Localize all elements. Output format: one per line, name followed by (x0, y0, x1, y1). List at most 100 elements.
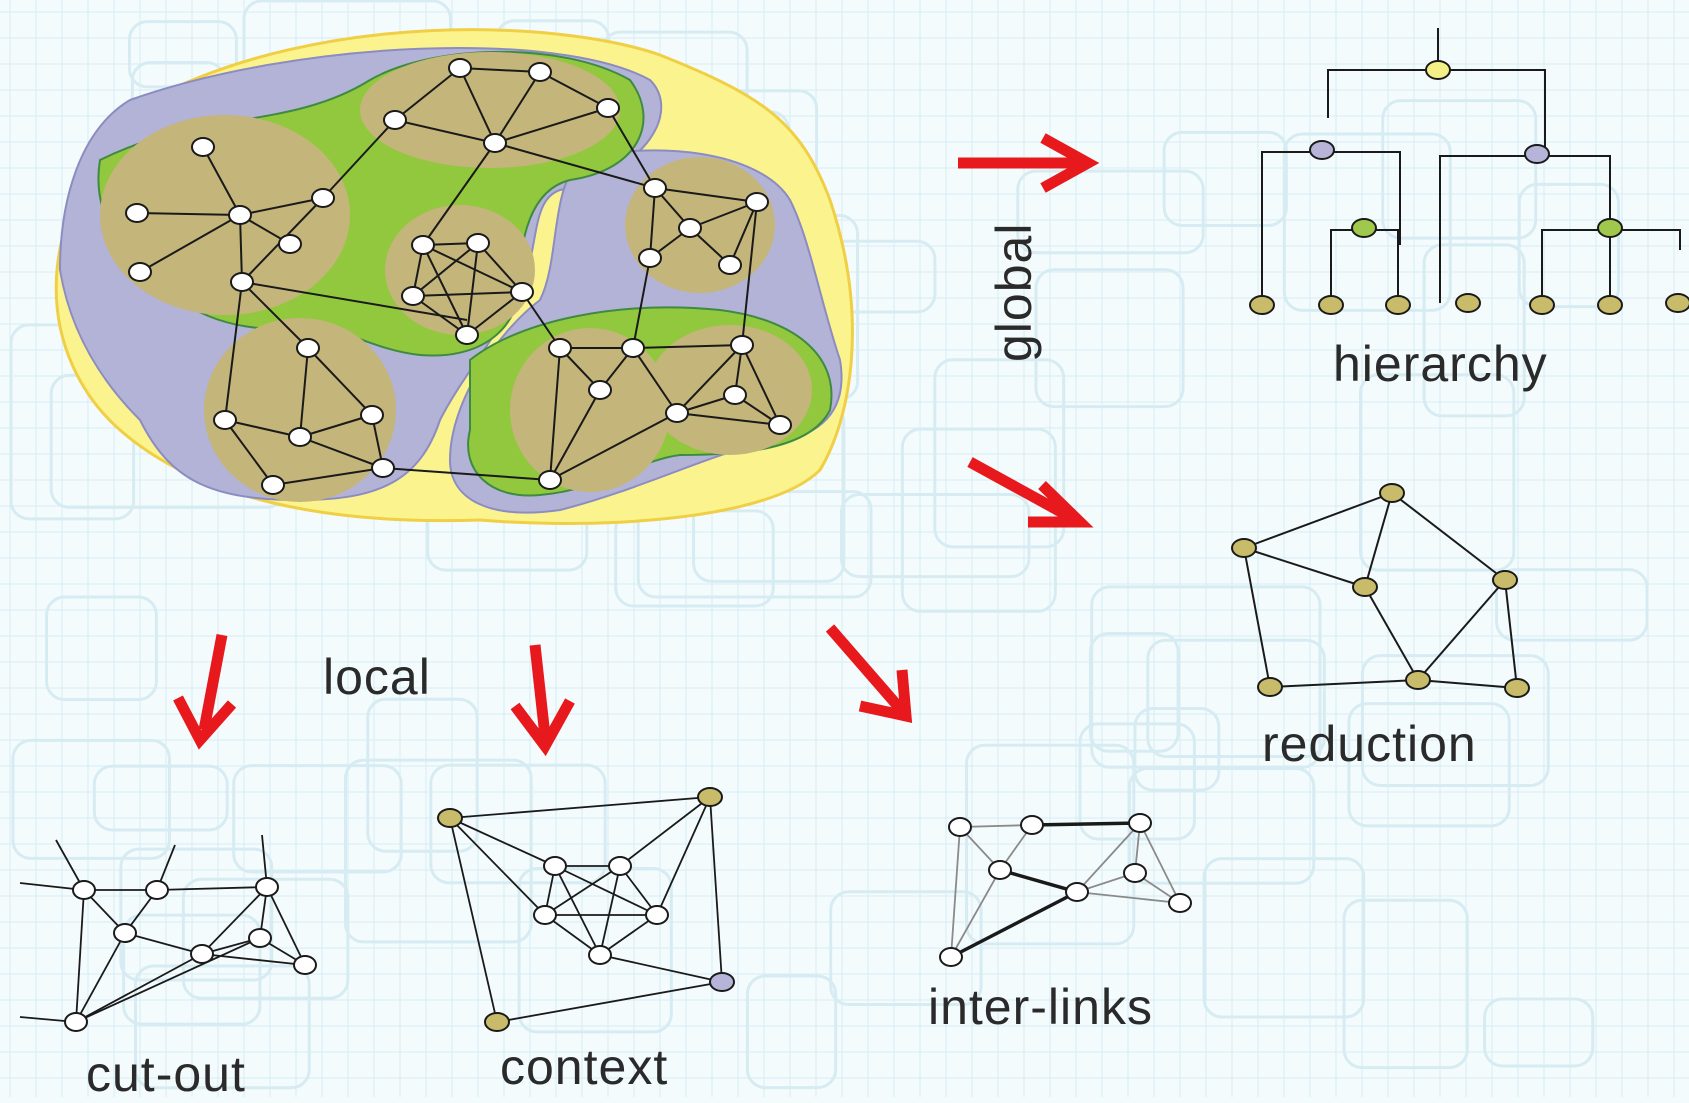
graph-node (190, 944, 214, 964)
graph-node (484, 1012, 510, 1032)
graph-node (213, 410, 237, 430)
tree-node (1597, 218, 1623, 238)
graph-node (1492, 570, 1518, 590)
background-rounded-rect (45, 595, 158, 702)
background-rounded-rect (134, 964, 311, 1090)
graph-node (1020, 815, 1044, 835)
tree-leaf-node (1529, 295, 1555, 315)
graph-node (455, 325, 479, 345)
graph-node (483, 133, 507, 153)
graph-node (533, 905, 557, 925)
graph-node (588, 945, 612, 965)
background-rounded-rect (1342, 898, 1469, 1070)
graph-node (230, 272, 254, 292)
background-rounded-rect (1381, 99, 1538, 240)
background-rounded-rect (1495, 568, 1649, 642)
graph-node (730, 335, 754, 355)
graph-node (448, 58, 472, 78)
tree-root-node (1425, 60, 1451, 80)
graph-node (191, 137, 215, 157)
graph-node (1405, 670, 1431, 690)
graph-node (255, 877, 279, 897)
graph-node (383, 110, 407, 130)
arrows (173, 133, 1100, 757)
graph-node (360, 405, 384, 425)
background-rounded-rect (119, 847, 274, 982)
label-context: context (500, 1039, 669, 1095)
background-rounded-rect (933, 358, 1066, 549)
label-global: global (986, 222, 1042, 362)
graph-node (621, 338, 645, 358)
background-rounded-rect (344, 758, 533, 944)
background-rounded-rect (1422, 243, 1526, 418)
background-rounded-rect (122, 913, 262, 1026)
tree-node (1524, 144, 1550, 164)
background-rounded-rect (1360, 654, 1550, 787)
graph-node (665, 403, 689, 423)
background-rounded-rect (1282, 132, 1452, 312)
graph-node (466, 233, 490, 253)
red-arrow-icon (173, 633, 237, 750)
background-rounded-rect (1146, 638, 1326, 759)
label-inter-links: inter-links (928, 979, 1153, 1035)
graph-node (718, 255, 742, 275)
background-rounded-rect (1078, 722, 1196, 841)
hierarchy-tree (1249, 28, 1689, 315)
graph-node (510, 282, 534, 302)
red-arrow-icon (825, 624, 913, 723)
main-graph-nodes (125, 58, 792, 495)
graph-node (293, 955, 317, 975)
reduction-graph (1231, 483, 1530, 698)
red-arrow-icon (958, 133, 1100, 193)
background-rounded-rect (1359, 373, 1516, 572)
inter-links-graph (939, 813, 1192, 967)
graph-node (296, 338, 320, 358)
red-arrow-icon (967, 457, 1094, 528)
graph-node (288, 427, 312, 447)
graph-node (401, 286, 425, 306)
background-rounded-rect (1347, 702, 1511, 828)
graph-node (1231, 538, 1257, 558)
tree-leaf-node (1385, 295, 1411, 315)
graph-node (745, 192, 769, 212)
graph-node (1065, 882, 1089, 902)
tree-leaf-node (1597, 295, 1623, 315)
background-rounded-rect (1202, 857, 1366, 1019)
graph-node (709, 972, 735, 992)
graph-node (1123, 863, 1147, 883)
background-rounded-rect (92, 764, 229, 832)
tree-leaf-node (1318, 295, 1344, 315)
graph-node (125, 203, 149, 223)
label-local: local (323, 649, 431, 705)
graph-node (1168, 893, 1192, 913)
graph-node (538, 470, 562, 490)
background-rounded-rect (965, 743, 1136, 946)
graph-node (1379, 483, 1405, 503)
graph-node (939, 947, 963, 967)
graph-node (638, 248, 662, 268)
label-cut-out: cut-out (86, 1046, 246, 1102)
tree-leaf-node (1665, 293, 1689, 313)
red-arrow-icon (510, 644, 575, 757)
graph-node (723, 385, 747, 405)
graph-node (128, 262, 152, 282)
background-rounded-rect (1162, 130, 1288, 227)
background-rounded-rect (829, 890, 983, 1007)
graph-node (643, 178, 667, 198)
cluster-blob (385, 205, 535, 335)
label-hierarchy: hierarchy (1333, 336, 1548, 392)
graph-node (72, 880, 96, 900)
tree-node (1351, 218, 1377, 238)
graph-node (278, 234, 302, 254)
background-rounded-rect (1517, 182, 1621, 309)
graph-node (437, 808, 463, 828)
graph-node (64, 1012, 88, 1032)
graph-node (678, 218, 702, 238)
tree-node (1309, 140, 1335, 160)
graph-node (697, 787, 723, 807)
graph-node (543, 856, 567, 876)
graph-node (411, 235, 435, 255)
tree-leaf-node (1249, 295, 1275, 315)
graph-node (261, 475, 285, 495)
